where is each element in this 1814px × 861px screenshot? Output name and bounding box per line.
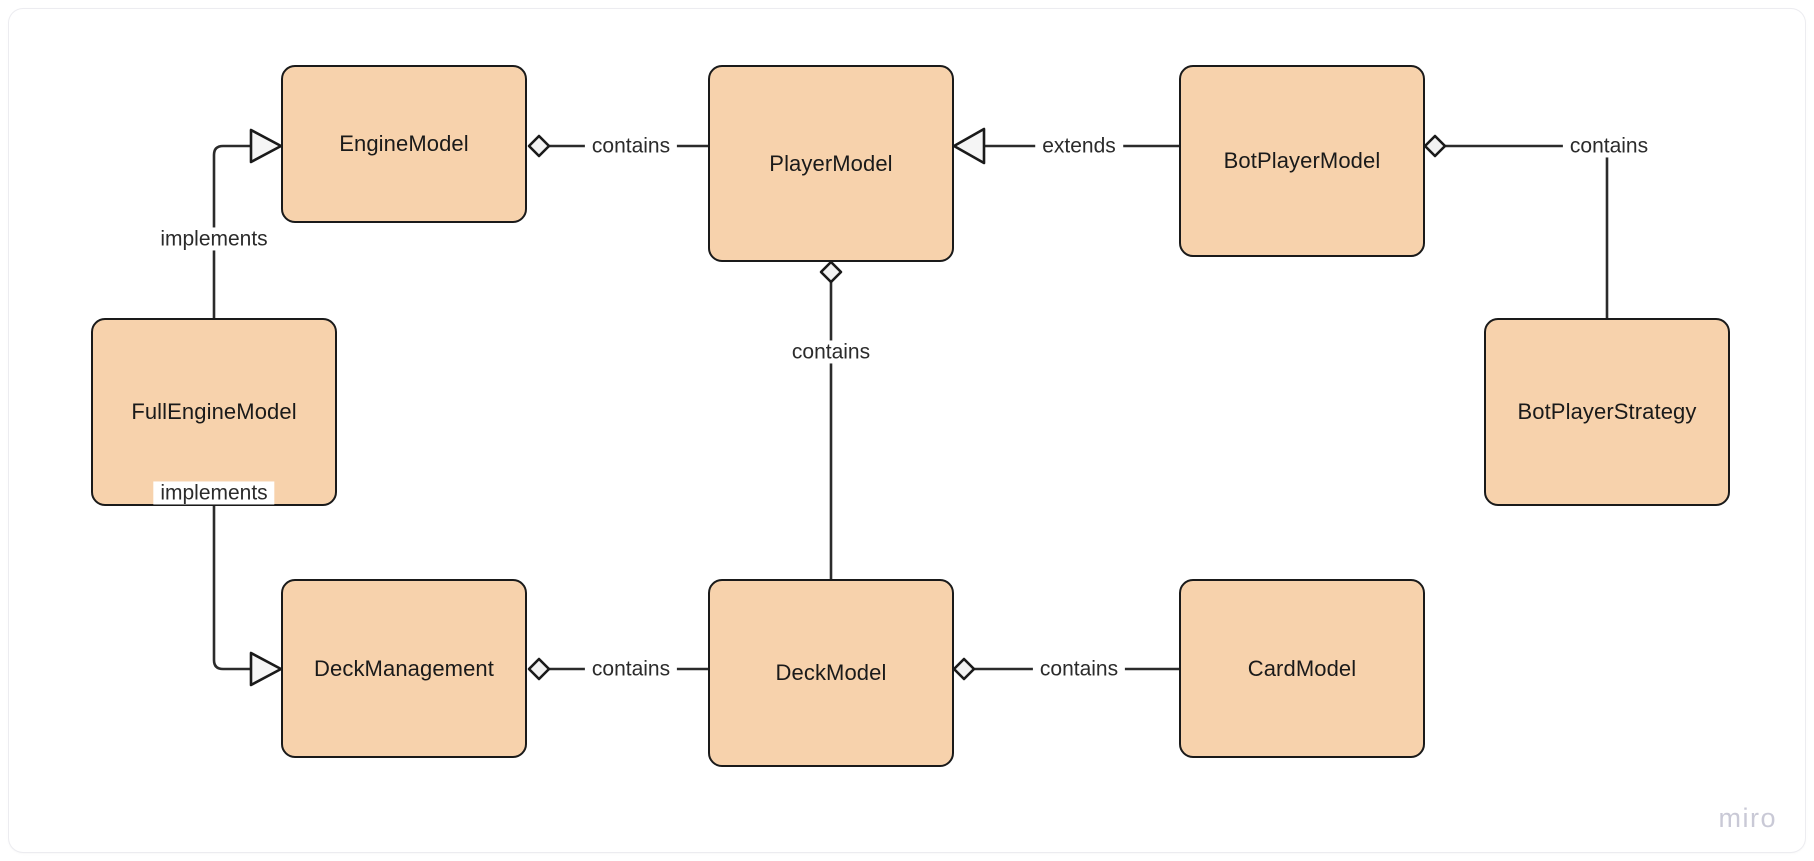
edge-label-full-implements-engine: implements [153, 227, 275, 251]
node-player-model[interactable]: PlayerModel [708, 65, 954, 262]
node-deck-management[interactable]: DeckManagement [281, 579, 527, 758]
edge-label-deckmgmt-contains-deck: contains [584, 657, 678, 681]
triangle-marker-bot-extends-player [952, 127, 986, 165]
triangle-marker-full-implements-deckmgmt [249, 651, 283, 687]
node-bot-player-model[interactable]: BotPlayerModel [1179, 65, 1425, 257]
diamond-marker-engine-contains-player [527, 134, 551, 158]
edge-label-bot-contains-strategy: contains [1562, 134, 1656, 158]
node-bot-player-strategy[interactable]: BotPlayerStrategy [1484, 318, 1730, 506]
diamond-marker-player-contains-deck [819, 260, 843, 284]
triangle-marker-full-implements-engine [249, 128, 283, 164]
edge-label-engine-contains-player: contains [584, 134, 678, 158]
edge-label-player-contains-deck: contains [784, 340, 878, 364]
node-label: PlayerModel [769, 150, 893, 176]
node-label: DeckModel [775, 660, 887, 685]
node-label: CardModel [1247, 655, 1357, 681]
node-engine-model[interactable]: EngineModel [281, 65, 527, 223]
node-label: EngineModel [339, 131, 469, 156]
diamond-marker-bot-contains-strategy [1423, 134, 1447, 158]
node-label: DeckManagement [314, 655, 494, 681]
node-label: BotPlayerModel [1223, 148, 1381, 173]
node-deck-model[interactable]: DeckModel [708, 579, 954, 767]
node-label: BotPlayerStrategy [1517, 399, 1697, 424]
diamond-marker-deckmgmt-contains-deck [527, 657, 551, 681]
edge-label-bot-extends-player: extends [1035, 134, 1123, 158]
edge-label-deck-contains-card: contains [1032, 657, 1126, 681]
edge-label-full-implements-deckmgmt: implements [153, 481, 275, 505]
node-card-model[interactable]: CardModel [1179, 579, 1425, 758]
miro-watermark: miro [1718, 803, 1777, 833]
diamond-marker-deck-contains-card [952, 657, 976, 681]
diagram-canvas[interactable]: EngineModel PlayerModel BotPlayerModel B… [9, 9, 1805, 852]
edge-line-full-implements-deckmgmt [212, 506, 251, 671]
node-full-engine-model[interactable]: FullEngineModel [91, 318, 337, 506]
node-label: FullEngineModel [131, 399, 297, 424]
